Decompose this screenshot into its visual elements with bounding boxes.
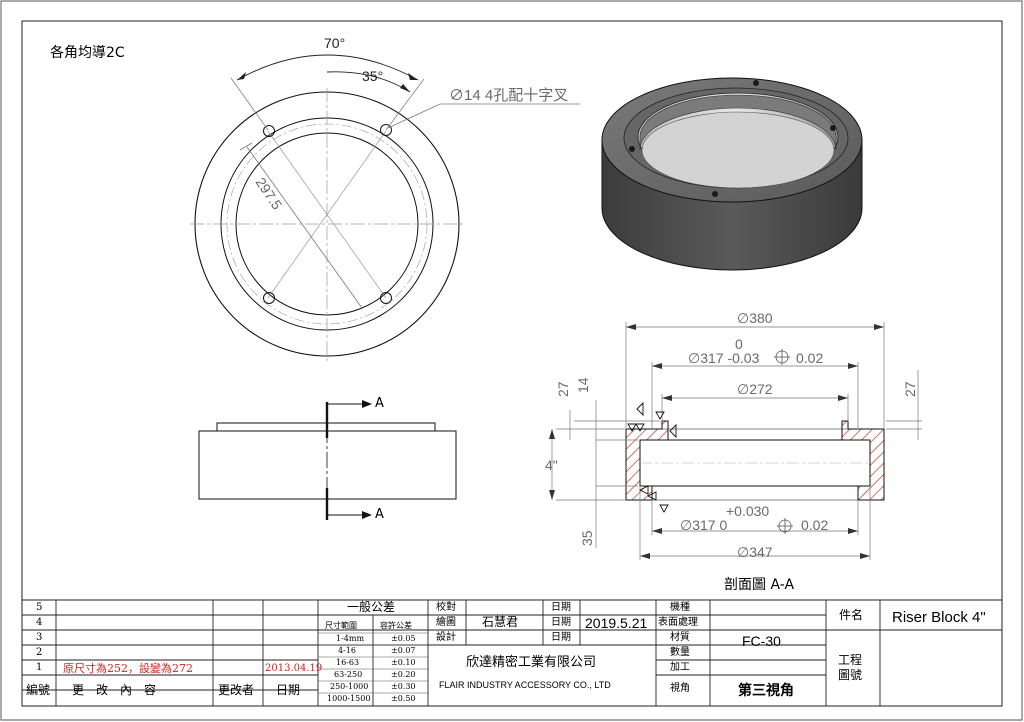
model-label: 機種 (670, 602, 690, 613)
rev-header-changer: 更改者 (218, 683, 255, 697)
tolerance-col-tol: 容許公差 (380, 621, 412, 630)
section-mark-top: A (375, 396, 384, 411)
draw-date: 2019.5.21 (585, 615, 648, 631)
date-label: 日期 (551, 602, 571, 613)
section-view (549, 322, 922, 560)
dim-inner-272: ∅272 (737, 381, 773, 397)
angle-35-label: 35° (362, 68, 384, 84)
company-name-en: FLAIR INDUSTRY ACCESSORY CO., LTD (439, 680, 611, 690)
tolerance-title: 一般公差 (347, 600, 396, 614)
dim-bore-top-position: 0.02 (796, 350, 824, 366)
tolerance-range: 63-250 (334, 670, 363, 679)
rev-no-1: 1 (36, 662, 43, 673)
company-name-cn: 欣達精密工業有限公司 (466, 655, 597, 670)
drawing-no-label: 工程 圖號 (838, 653, 863, 682)
view-value: 第三視角 (738, 683, 794, 699)
rev-header-date: 日期 (276, 683, 301, 697)
rev-date-1: 2013.04.19 (265, 663, 323, 674)
rev-no-2: 2 (36, 647, 43, 658)
rev-header-no: 編號 (26, 683, 51, 697)
rev-no-4: 4 (36, 617, 43, 628)
angle-70-label: 70° (324, 35, 346, 51)
rev-header-desc: 更 改 內 容 (72, 683, 157, 697)
tolerance-value: ±0.10 (391, 658, 416, 667)
check-label: 校對 (436, 602, 456, 613)
drawer-name: 石慧君 (482, 615, 519, 629)
top-view (190, 54, 580, 362)
dim-bore-top-upper: 0 (735, 336, 743, 352)
tolerance-value: ±0.30 (391, 682, 416, 691)
tolerance-value: ±0.50 (391, 694, 416, 703)
tolerance-range: 1-4mm (336, 634, 365, 643)
rev-no-3: 3 (36, 632, 43, 643)
dim-step-left: 14 (575, 377, 591, 393)
view-label: 視角 (670, 683, 690, 694)
hole-callout: ∅14 4孔配十字叉 (449, 87, 569, 104)
part-label: 件名 (839, 608, 864, 622)
material-value: FC-30 (742, 633, 781, 649)
front-view (198, 400, 457, 520)
tolerance-value: ±0.05 (391, 634, 416, 643)
tolerance-range: 1000-1500 (327, 694, 371, 703)
rev-no-5: 5 (36, 602, 43, 613)
date-label: 日期 (551, 632, 571, 643)
dim-od-347: ∅347 (737, 544, 773, 560)
draw-label: 繪圖 (436, 617, 456, 628)
title-block-grid (22, 599, 1002, 706)
drawing-border (21, 20, 1003, 707)
dim-bore-bottom-position: 0.02 (801, 517, 829, 533)
isometric-view (601, 77, 863, 271)
tolerance-value: ±0.07 (391, 646, 416, 655)
dim-bore-bottom-upper: +0.030 (726, 503, 770, 519)
dim-bore-top: ∅317 -0.03 (688, 350, 760, 366)
material-label: 材質 (670, 632, 690, 643)
dim-step-bottom: 35 (579, 530, 595, 546)
chamfer-note: 各角均導2C (50, 45, 125, 61)
dim-bore-bottom: ∅317 0 (680, 517, 728, 533)
rev-desc-1: 原尺寸為252，設變為272 (63, 662, 193, 675)
process-label: 加工 (670, 662, 690, 673)
dim-height-right: 27 (902, 381, 918, 397)
dim-height-left: 27 (555, 381, 571, 397)
design-label: 設計 (436, 632, 456, 643)
tolerance-range: 4-16 (338, 646, 356, 655)
date-label: 日期 (551, 617, 571, 628)
tolerance-range: 250-1000 (330, 682, 369, 691)
section-title: 剖面圖 A-A (724, 577, 795, 593)
qty-label: 數量 (670, 647, 690, 658)
surface-label: 表面處理 (658, 617, 698, 628)
part-name: Riser Block 4" (892, 609, 986, 626)
dim-inch-4: 4" (545, 457, 558, 473)
tolerance-col-range: 尺寸範圍 (325, 621, 357, 630)
tolerance-value: ±0.20 (391, 670, 416, 679)
tolerance-range: 16-63 (336, 658, 360, 667)
dim-od-380: ∅380 (737, 310, 773, 326)
section-mark-bottom: A (375, 507, 384, 522)
